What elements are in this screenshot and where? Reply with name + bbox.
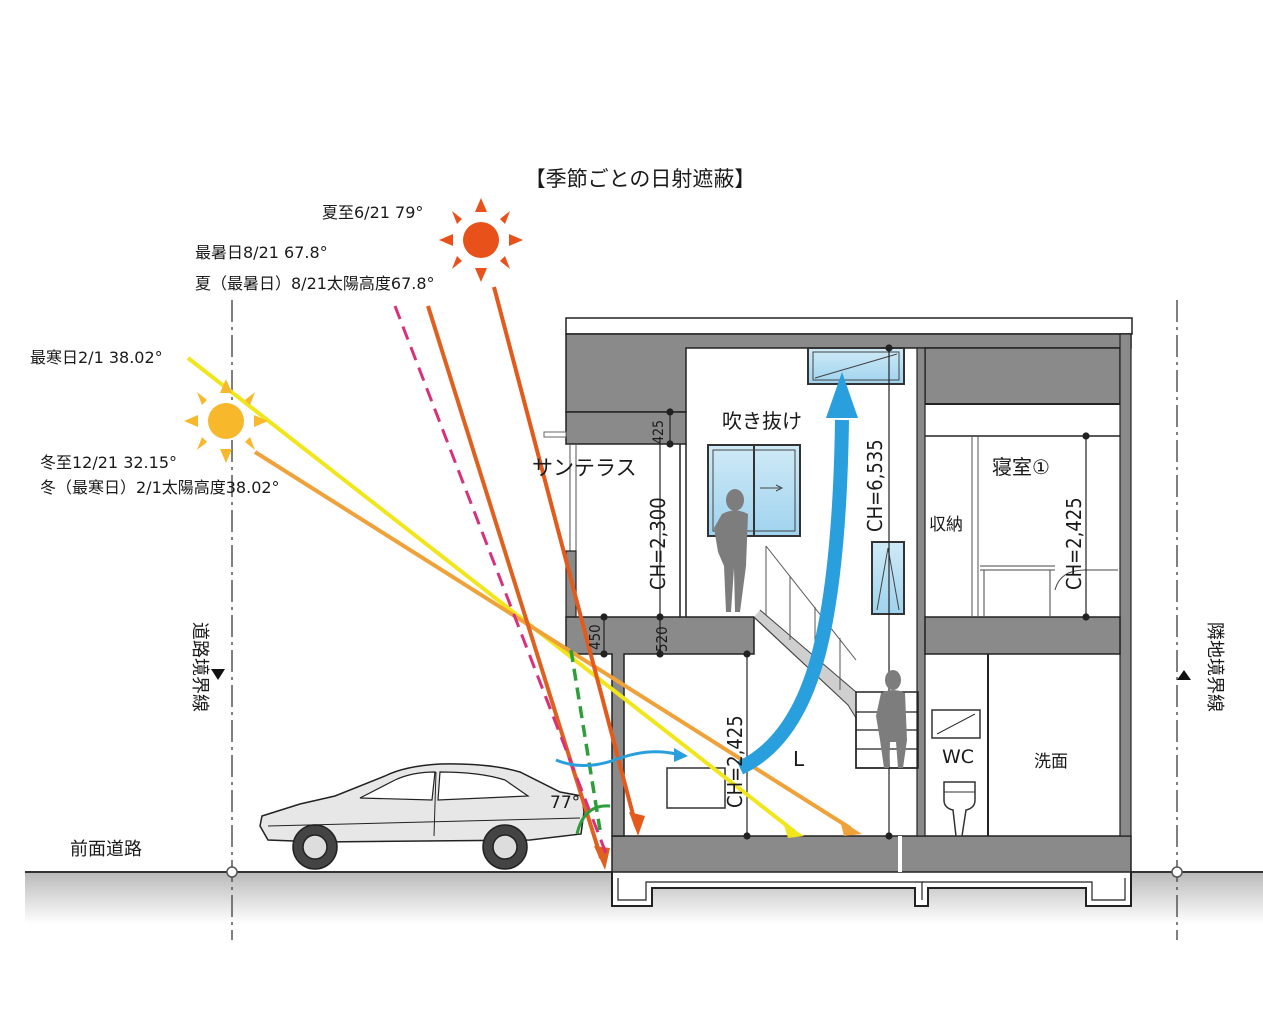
ray-coldest [186,356,797,834]
dim-520: 520 [653,626,671,652]
car [259,763,585,870]
room-washroom: 洗面 [1034,752,1068,772]
room-wc: WC [942,746,974,768]
dim-ch-living: CH=2,425 [723,715,747,808]
dim-ch-void: CH=6,535 [863,439,887,532]
dim-450: 450 [586,624,604,650]
airflow [555,372,858,775]
dim-425-top: 425 [651,420,667,444]
road-boundary-marker [226,866,238,878]
road-label: 前面道路 [70,839,142,860]
label-coldest-day: 最寒日2/1 38.02° [30,348,163,367]
bedroom-desk [980,565,1118,616]
diagram-title: 【季節ごとの日射遮蔽】 [525,167,756,191]
toilet [931,709,981,837]
neighbor-boundary-arrow-icon [1177,670,1191,680]
stair-window [871,541,905,615]
room-bedroom: 寝室① [992,455,1050,479]
room-living: L [793,747,805,771]
dim-ch-terrace: CH=2,300 [646,497,670,590]
neighbor-boundary-marker [1171,866,1183,878]
road-boundary-label: 道路境界線 [189,622,210,712]
living-cabinet [666,767,726,809]
ray-coldest-arrowhead [783,822,804,838]
high-window [807,347,905,385]
room-void: 吹き抜け [722,409,802,433]
summer-sun-icon [439,198,523,282]
angle-arc [575,804,611,835]
ray-summer [492,286,638,827]
person-downstairs [876,670,907,768]
label-hottest-day: 最暑日8/21 67.8° [195,243,328,262]
label-winter-altitude: 冬（最寒日）2/1太陽高度38.02° [40,478,280,497]
dim-ch-bedroom: CH=2,425 [1062,497,1086,590]
person-upstairs [714,489,748,612]
room-storage: 収納 [929,515,963,535]
road-boundary-arrow-icon [211,669,225,680]
ray-green [569,649,602,831]
neighbor-boundary-label: 隣地境界線 [1204,622,1225,712]
label-summer-altitude: 夏（最暑日）8/21太陽高度67.8° [195,274,435,293]
winter-sun-icon [184,379,268,463]
label-summer-solstice: 夏至6/21 79° [322,203,423,222]
angle-label: 77° [550,793,580,813]
label-winter-solstice: 冬至12/21 32.15° [40,453,177,472]
void-airflow-arrow [736,419,849,775]
room-sun-terrace: サンテラス [532,456,637,480]
